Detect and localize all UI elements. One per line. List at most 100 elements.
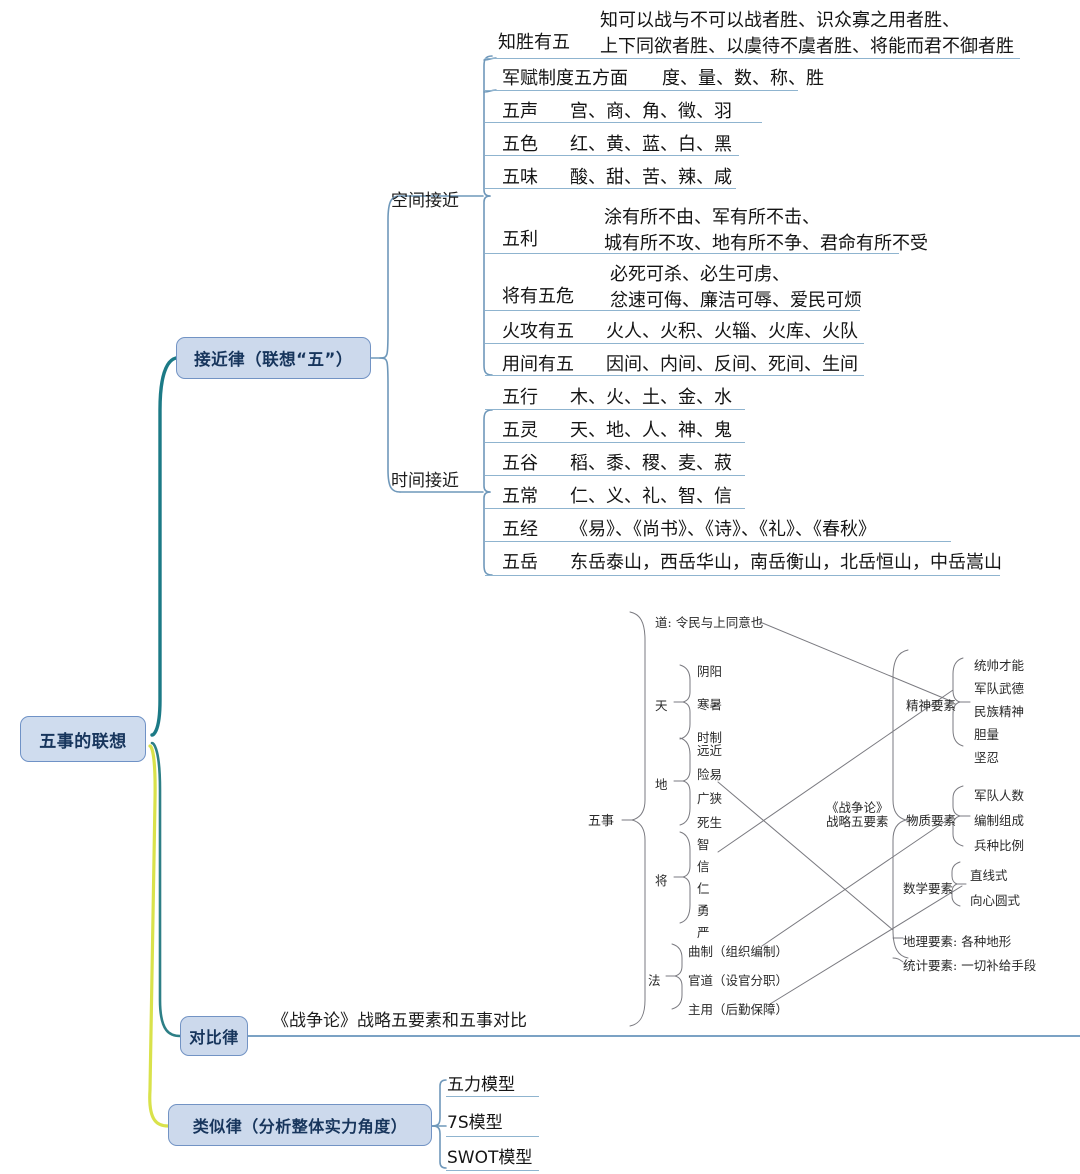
leaf-underline	[485, 508, 745, 509]
leaf-value: 宫、商、角、徵、羽	[570, 101, 732, 122]
comparison-child: 主用（后勤保障）	[688, 999, 788, 1018]
comparison-child-label: 主用（后勤保障）	[688, 1002, 789, 1017]
comparison-child: 死生	[697, 812, 722, 831]
leaf-row[interactable]: 用间有五 因间、内间、反间、死间、生间	[502, 350, 858, 376]
leaf-underline	[485, 90, 798, 91]
leaf-key: 五常	[502, 486, 538, 507]
leaf-key: 五灵	[502, 420, 538, 441]
branch-node-proximity[interactable]: 接近律（联想“五”）	[176, 337, 371, 379]
leaf-value: 《易》、《尚书》、《诗》、《礼》、《春秋》	[570, 519, 876, 540]
leaf-row[interactable]: 将有五危	[502, 282, 574, 308]
comparison-child: 信	[697, 856, 710, 875]
comparison-group-material: 物质要素	[906, 810, 956, 829]
comparison-child-label: 智	[697, 837, 710, 852]
comparison-group-jiang-label: 将	[655, 873, 668, 888]
model-item[interactable]: 7S模型	[447, 1108, 503, 1133]
sub-branch-spatial-label: 空间接近	[391, 191, 459, 211]
leaf-row[interactable]: 军赋制度五方面 度、量、数、称、胜	[502, 64, 824, 90]
comparison-group-fa: 法	[648, 970, 661, 989]
leaf-row[interactable]: 五味 酸、甜、苦、辣、咸	[502, 163, 732, 189]
comparison-child: 仁	[697, 878, 710, 897]
comparison-child-label: 远近	[697, 743, 723, 758]
branch-node-contrast-label: 对比律	[189, 1028, 239, 1047]
leaf-key: 五利	[502, 229, 538, 250]
leaf-underline	[485, 575, 1000, 576]
comparison-group-di: 地	[655, 774, 668, 793]
leaf-underline	[485, 122, 762, 123]
comparison-child-label: 直线式	[970, 868, 1008, 883]
leaf-row[interactable]: 五行 木、火、土、金、水	[502, 383, 732, 409]
comparison-child-label: 官道（设官分职）	[688, 973, 789, 988]
comparison-child-label: 严	[697, 925, 710, 940]
leaf-row-value: 知可以战与不可以战者胜、识众寡之用者胜、 上下同欲者胜、以虞待不虞者胜、将能而君…	[600, 6, 1014, 58]
comparison-child: 阴阳	[697, 661, 722, 680]
comparison-group-dao: 道: 令民与上同意也	[655, 615, 764, 630]
leaf-value: 木、火、土、金、水	[570, 387, 732, 408]
leaf-row[interactable]: 火攻有五 火人、火积、火辎、火库、火队	[502, 317, 858, 343]
comparison-child: 军队人数	[974, 785, 1024, 804]
comparison-child: 军队武德	[974, 678, 1024, 697]
leaf-value-line1: 知可以战与不可以战者胜、识众寡之用者胜、	[600, 10, 960, 31]
model-item-label: 7S模型	[447, 1113, 503, 1133]
sub-branch-temporal[interactable]: 时间接近	[391, 466, 459, 491]
branch-node-contrast[interactable]: 对比律	[180, 1016, 248, 1056]
leaf-key: 火攻有五	[502, 321, 574, 342]
leaf-row[interactable]: 五常 仁、义、礼、智、信	[502, 482, 732, 508]
comparison-child: 勇	[697, 900, 710, 919]
leaf-key: 五声	[502, 101, 538, 122]
sub-branch-spatial[interactable]: 空间接近	[391, 186, 459, 211]
leaf-row[interactable]: 五灵 天、地、人、神、鬼	[502, 416, 732, 442]
leaf-value: 度、量、数、称、胜	[662, 68, 824, 89]
contrast-caption-label: 《战争论》战略五要素和五事对比	[272, 1011, 527, 1031]
leaf-value-line1: 涂有所不由、军有所不击、	[604, 207, 820, 228]
leaf-key: 五经	[502, 519, 538, 540]
comparison-child: 官道（设官分职）	[688, 970, 788, 989]
root-node-label: 五事的联想	[39, 731, 127, 752]
comparison-child: 兵种比例	[974, 835, 1024, 854]
comparison-child-label: 兵种比例	[974, 838, 1025, 853]
leaf-value: 东岳泰山，西岳华山，南岳衡山，北岳恒山，中岳嵩山	[570, 552, 1002, 573]
root-node[interactable]: 五事的联想	[20, 716, 146, 762]
leaf-value: 红、黄、蓝、白、黑	[570, 134, 732, 155]
leaf-key: 五味	[502, 167, 538, 188]
comparison-child-label: 曲制（组织编制）	[688, 944, 789, 959]
comparison-child: 胆量	[974, 724, 999, 743]
leaf-row[interactable]: 五利	[502, 225, 538, 251]
comparison-child-label: 广狭	[697, 791, 723, 806]
comparison-child-label: 死生	[697, 815, 723, 830]
comparison-child: 曲制（组织编制）	[688, 941, 788, 960]
comparison-group-stat-label: 统计要素	[903, 958, 954, 973]
contrast-caption: 《战争论》战略五要素和五事对比	[272, 1006, 527, 1031]
leaf-row[interactable]: 五色 红、黄、蓝、白、黑	[502, 130, 732, 156]
comparison-child: 时制	[697, 727, 722, 746]
comparison-child: 坚忍	[974, 747, 999, 766]
leaf-key: 五岳	[502, 552, 538, 573]
comparison-right-root-line1: 《战争论》	[826, 800, 889, 815]
leaf-key: 用间有五	[502, 354, 574, 375]
leaf-underline	[485, 58, 1020, 59]
leaf-underline	[485, 188, 736, 189]
leaf-row[interactable]: 知胜有五	[498, 28, 570, 54]
comparison-right-root: 《战争论》 战略五要素	[826, 800, 889, 830]
leaf-underline	[485, 310, 860, 311]
comparison-child-label: 阴阳	[697, 664, 723, 679]
leaf-row[interactable]: 五谷 稻、黍、稷、麦、菽	[502, 449, 732, 475]
model-item[interactable]: 五力模型	[447, 1070, 515, 1095]
comparison-group-spirit-label: 精神要素	[906, 698, 957, 713]
comparison-child-label: 仁	[697, 881, 710, 896]
leaf-row[interactable]: 五经 《易》、《尚书》、《诗》、《礼》、《春秋》	[502, 515, 876, 541]
branch-node-similarity[interactable]: 类似律（分析整体实力角度）	[168, 1104, 432, 1146]
comparison-group-dao-value: 令民与上同意也	[675, 615, 764, 630]
comparison-child-label: 信	[697, 859, 710, 874]
leaf-underline	[485, 541, 951, 542]
comparison-child: 直线式	[970, 865, 1008, 884]
leaf-row[interactable]: 五岳 东岳泰山，西岳华山，南岳衡山，北岳恒山，中岳嵩山	[502, 548, 1002, 574]
model-item-label: SWOT模型	[447, 1148, 533, 1168]
comparison-child-label: 勇	[697, 903, 710, 918]
model-item[interactable]: SWOT模型	[447, 1143, 532, 1168]
comparison-group-geo-label: 地理要素	[903, 934, 954, 949]
leaf-underline	[485, 253, 899, 254]
leaf-row[interactable]: 五声 宫、商、角、徵、羽	[502, 97, 732, 123]
branch-node-similarity-label: 类似律（分析整体实力角度）	[192, 1117, 408, 1136]
